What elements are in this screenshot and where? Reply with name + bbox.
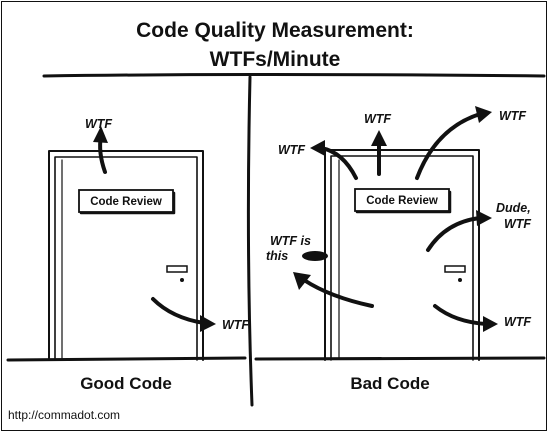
bad-wtf-lowright: WTF — [504, 315, 531, 329]
good-floor — [6, 356, 247, 362]
title-line-2: WTFs/Minute — [210, 48, 341, 71]
bad-door-frame-inner — [330, 155, 474, 361]
title-line-1: Code Quality Measurement: — [136, 19, 414, 42]
bad-arrow-dude — [426, 216, 482, 252]
bad-wtf-up: WTF — [364, 112, 391, 126]
bad-this: this — [266, 249, 288, 263]
bad-door-keyhole — [458, 278, 462, 282]
good-arrow-right — [151, 297, 206, 325]
good-door-frame — [48, 150, 204, 361]
censored-scribble — [302, 251, 328, 261]
good-caption: Good Code — [80, 374, 172, 393]
bad-arrow-upright — [415, 112, 482, 180]
good-door-handle — [166, 265, 188, 273]
bad-dude-line: Dude, — [496, 201, 531, 215]
good-door-keyhole — [180, 278, 184, 282]
bad-arrow-left — [302, 278, 374, 308]
good-code-panel: Code Review WTF WTF Good Code — [6, 117, 249, 393]
bad-code-panel: Code Review WTF WTF WTF Dude, WTF WTF is… — [254, 106, 546, 393]
bad-wtf-upright: WTF — [499, 109, 526, 123]
bad-caption: Bad Code — [350, 374, 429, 393]
good-wtf-1: WTF — [85, 117, 112, 131]
good-sign-text: Code Review — [90, 196, 162, 208]
footer-url: http://commadot.com — [8, 408, 120, 422]
bad-dude-wtf: WTF — [504, 217, 531, 231]
bad-wtf-is: WTF is — [270, 234, 311, 248]
bad-wtf-upleft: WTF — [278, 143, 305, 157]
panel-divider — [246, 75, 254, 407]
bad-door-handle — [444, 265, 466, 273]
good-door-frame-inner — [54, 156, 198, 361]
title-divider — [42, 73, 546, 78]
bad-floor — [254, 356, 546, 361]
bad-arrow-lowright — [433, 304, 488, 326]
good-wtf-2: WTF — [222, 318, 249, 332]
bad-sign-text: Code Review — [366, 195, 438, 207]
bad-door-frame — [324, 149, 480, 361]
